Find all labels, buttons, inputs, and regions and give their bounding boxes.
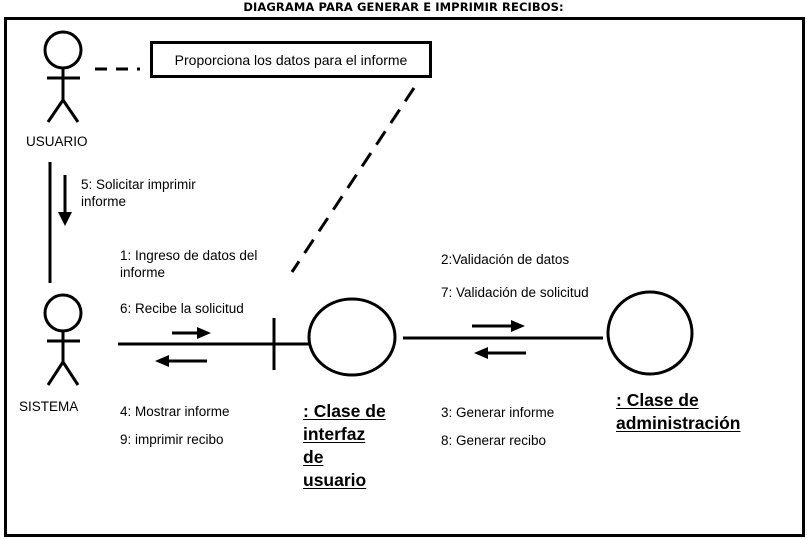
administracion-class-name: : Clase de administración (616, 389, 740, 435)
arrow-right-icon (472, 320, 525, 332)
arrow-right-icon (172, 327, 211, 339)
message-4-label: 4: Mostrar informe (120, 404, 230, 419)
class-name-line: administración (616, 413, 741, 433)
actor-label-usuario: USUARIO (26, 134, 88, 149)
arrow-left-icon (474, 347, 526, 359)
actor-label-sistema: SISTEMA (19, 399, 79, 414)
note-text: Proporciona los datos para el informe (174, 51, 408, 68)
message-2-label: 2:Validación de datos (441, 252, 570, 267)
message-5-label-cont: informe (81, 194, 127, 209)
arrow-left-icon (155, 355, 207, 367)
message-1-label-cont: informe (120, 265, 166, 280)
diagram-frame (4, 17, 805, 537)
class-name-line: interfaz (303, 424, 366, 444)
note-link-interfaz (290, 87, 416, 273)
class-name-line: : Clase de (616, 390, 699, 410)
page-title: DIAGRAMA PARA GENERAR E IMPRIMIR RECIBOS… (243, 0, 564, 14)
class-name-line: usuario (303, 470, 367, 490)
interfaz-boundary-icon (272, 297, 397, 377)
arrow-down-icon (58, 175, 72, 226)
class-name-line: de (303, 447, 324, 467)
class-name-line: : Clase de (303, 401, 386, 421)
note-box: Proporciona los datos para el informe (150, 41, 432, 78)
message-7-label: 7: Validación de solicitud (441, 285, 589, 300)
message-9-label: 9: imprimir recibo (120, 432, 224, 447)
usuario-actor-icon (43, 30, 83, 123)
sistema-actor-icon (43, 293, 83, 386)
message-5-label: 5: Solicitar imprimir (81, 177, 196, 192)
interfaz-class-name: : Clase de interfaz de usuario (303, 400, 386, 492)
message-6-label: 6: Recibe la solicitud (120, 301, 244, 316)
administracion-class-icon (606, 290, 694, 376)
message-8-label: 8: Generar recibo (441, 433, 547, 448)
message-3-label: 3: Generar informe (441, 405, 555, 420)
message-1-label: 1: Ingreso de datos del (120, 248, 258, 263)
